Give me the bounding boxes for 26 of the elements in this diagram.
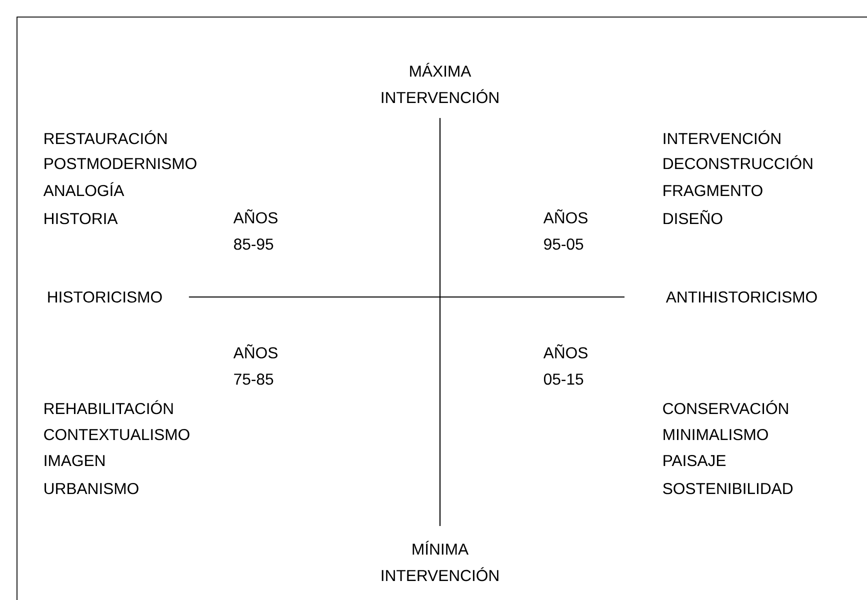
category-label: HISTORIA bbox=[44, 212, 118, 224]
category-label: DISEÑO bbox=[664, 210, 722, 224]
category-label: IMAGEN bbox=[44, 454, 104, 466]
category-label: DECONSTRUCCIÓN bbox=[664, 155, 812, 170]
category-label: MINIMALISMO bbox=[664, 428, 768, 440]
category-label: CONSERVACIÓN bbox=[663, 400, 788, 414]
category-label: REHABILITACIÓN bbox=[44, 400, 173, 414]
category-label: RESTAURACIÓN bbox=[44, 130, 167, 144]
category-label: INTERVENCIÓN bbox=[664, 130, 780, 144]
category-label: SOSTENIBILIDAD bbox=[663, 482, 793, 494]
category-label: URBANISMO bbox=[44, 482, 138, 494]
category-label: CONTEXTUALISMO bbox=[44, 428, 190, 440]
period-label: AÑOS 85-95 bbox=[233, 209, 278, 250]
axis-label: HISTORICISMO bbox=[48, 291, 162, 303]
axis-label: MÍNIMA INTERVENCIÓN bbox=[382, 540, 498, 582]
axis-label: ANTIHISTORICISMO bbox=[666, 291, 817, 303]
axis-line bbox=[439, 118, 441, 526]
axis-label: MÁXIMA INTERVENCIÓN bbox=[382, 62, 498, 104]
period-label: AÑOS 95-05 bbox=[543, 209, 588, 250]
period-label: AÑOS 75-85 bbox=[233, 344, 278, 385]
category-label: FRAGMENTO bbox=[664, 184, 762, 196]
category-label: PAISAJE bbox=[664, 454, 726, 466]
category-label: POSTMODERNISMO bbox=[44, 158, 196, 170]
axis-line bbox=[188, 296, 624, 298]
period-label: AÑOS 05-15 bbox=[543, 344, 588, 385]
category-label: ANALOGÍA bbox=[43, 182, 124, 196]
